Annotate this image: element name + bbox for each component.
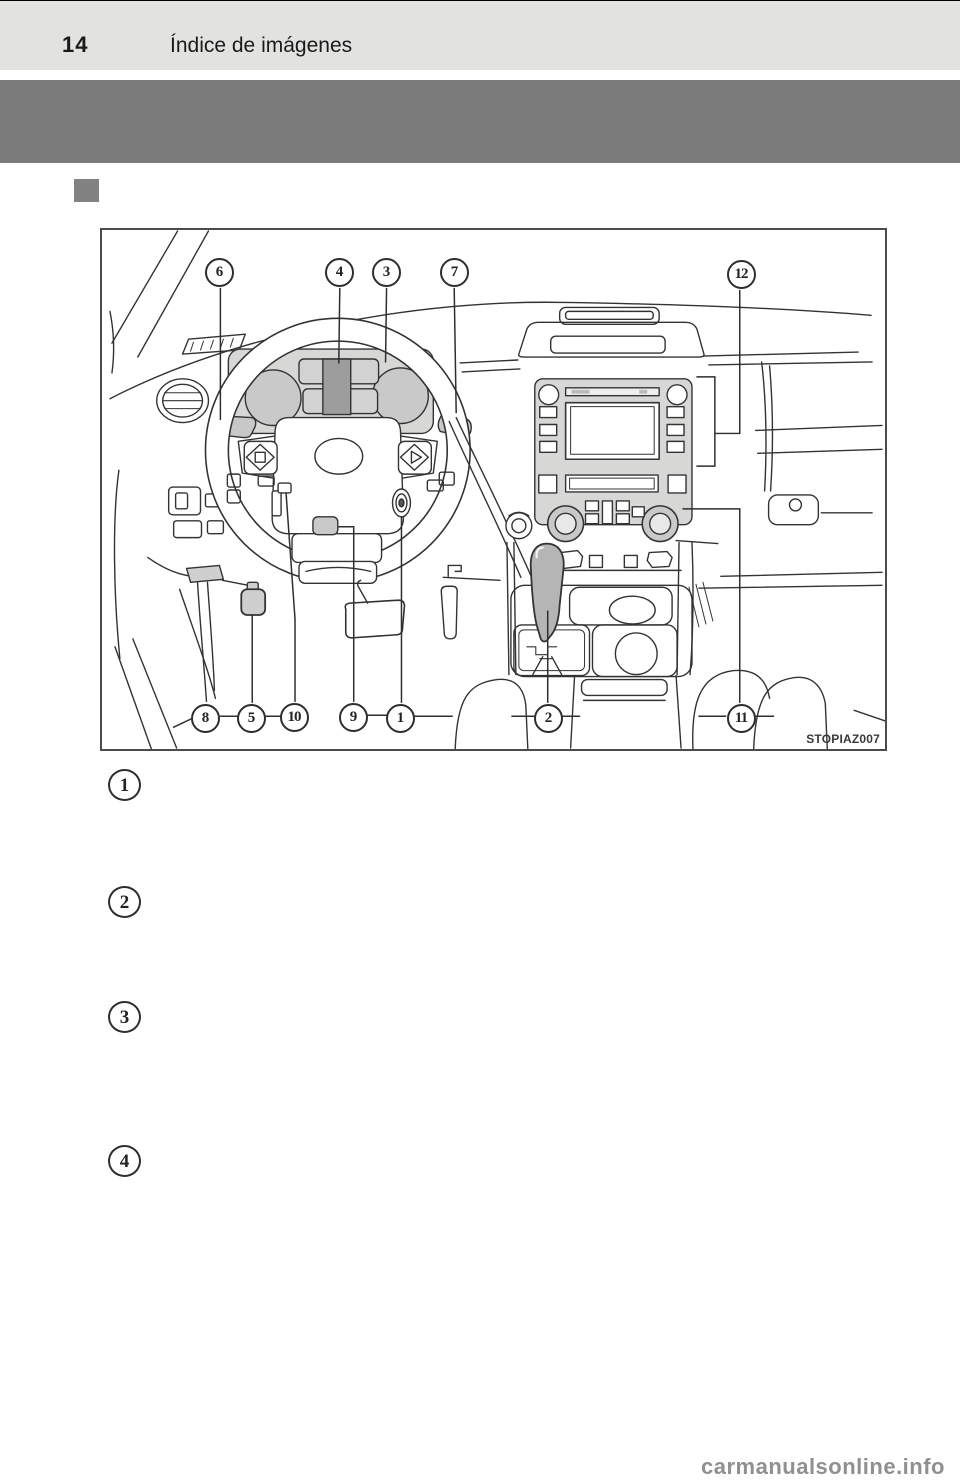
callout-leader-lines [172, 287, 775, 728]
page-number: 14 [62, 32, 89, 57]
figure-callout-9: 9 [338, 702, 368, 732]
page-header-band: 14 Índice de imágenes [0, 1, 960, 70]
section-square-marker [74, 179, 99, 202]
legend-marker-2: 2 [108, 886, 141, 918]
figure-callout-6: 6 [204, 257, 234, 287]
figure-callout-2: 2 [533, 703, 563, 733]
figure-callout-4: 4 [324, 257, 354, 287]
figure-callout-12: 12 [726, 259, 756, 289]
figure-code: STOPIAZ007 [806, 732, 880, 746]
watermark: carmanualsonline.info [701, 1454, 945, 1479]
figure-callout-10: 10 [279, 702, 309, 732]
figure-callout-1: 1 [385, 703, 415, 733]
dashboard-line-art [109, 230, 885, 749]
figure-callout-7: 7 [439, 257, 469, 287]
figure-callout-11: 11 [726, 703, 756, 733]
figure-callout-5: 5 [236, 703, 266, 733]
figure-callout-8: 8 [190, 703, 220, 733]
figure-callout-3: 3 [371, 257, 401, 287]
page-top-edge [0, 0, 960, 1]
page-title: Índice de imágenes [170, 34, 353, 57]
legend-marker-1: 1 [108, 769, 141, 801]
legend-marker-3: 3 [108, 1001, 141, 1033]
section-banner [0, 80, 960, 163]
legend-marker-4: 4 [108, 1145, 141, 1177]
